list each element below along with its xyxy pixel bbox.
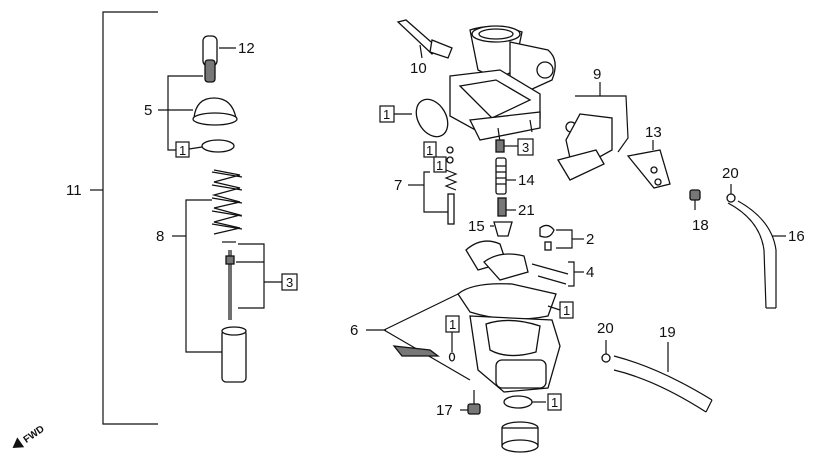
callout-21: 21	[518, 202, 535, 219]
part-13-clip	[626, 140, 671, 189]
callout-18: 18	[692, 217, 709, 234]
callout-20-top: 20	[722, 165, 739, 182]
callout-17: 17	[436, 402, 453, 419]
ref-box-1-b	[433, 156, 447, 173]
ref-box-1-drain-label: 1	[551, 395, 558, 410]
part-18-screw	[689, 189, 701, 210]
callout-20-bottom: 20	[597, 320, 614, 337]
fwd-label: FWD	[22, 424, 47, 446]
bracket-11	[90, 11, 158, 425]
part-20-clip-top	[726, 184, 736, 203]
part-16-vent-tube	[727, 200, 786, 309]
ref-box-3-jet-label: 3	[522, 140, 529, 155]
ref-box-1-left-label: 1	[179, 143, 186, 158]
part-10-screw	[396, 19, 453, 59]
jet-top	[495, 139, 505, 153]
callout-7: 7	[394, 177, 402, 194]
float-bowl	[392, 315, 561, 393]
ref-box-3-left	[281, 273, 298, 291]
ref-box-1-a	[423, 141, 437, 158]
bowl-gasket	[457, 283, 557, 320]
ref-box-1-b-label: 1	[436, 158, 443, 173]
part-12-cap	[202, 35, 236, 83]
callout-2: 2	[586, 231, 594, 248]
bowl-small-ring	[448, 352, 456, 362]
callout-14: 14	[518, 172, 535, 189]
part-20-clip-bottom	[601, 340, 611, 363]
part-15-main-jet	[490, 221, 513, 237]
ref-box-1-gasket-label: 1	[563, 303, 570, 318]
part-2-float-pin	[539, 224, 584, 251]
part-4-float-arm	[531, 261, 584, 287]
callout-16: 16	[788, 228, 805, 245]
ref-box-1-gasket	[559, 301, 574, 319]
callout-5: 5	[144, 102, 152, 119]
part-19-drain-tube	[613, 342, 713, 413]
part-5-top-cover	[158, 97, 238, 126]
callout-8: 8	[156, 228, 164, 245]
callout-12: 12	[238, 40, 255, 57]
fwd-arrow: FWD	[12, 424, 47, 449]
callout-6: 6	[350, 322, 358, 339]
part-21-jet	[497, 197, 516, 217]
part-9-bracket	[556, 82, 629, 181]
part-14-needle-jet	[495, 157, 516, 195]
callout-4: 4	[586, 264, 594, 281]
ref-box-1-left	[175, 141, 190, 158]
float	[465, 240, 529, 281]
o-ring-left	[201, 139, 235, 153]
ref-box-1-a-label: 1	[426, 143, 433, 158]
part-17-screw	[460, 390, 481, 415]
callout-9: 9	[593, 66, 601, 83]
callout-15: 15	[468, 218, 485, 235]
part-7-pilot-screw	[444, 146, 458, 225]
callout-10: 10	[410, 60, 427, 77]
ref-box-3-left-label: 3	[286, 275, 293, 290]
ref-box-1-oring-label: 1	[383, 107, 390, 122]
carburetor-body	[449, 25, 556, 143]
drain-o-ring	[503, 395, 533, 409]
drain-plug	[501, 421, 539, 453]
ref-box-1-drain	[547, 393, 562, 411]
part-8-spring	[211, 169, 247, 383]
o-ring-body	[415, 98, 449, 138]
callout-13: 13	[645, 124, 662, 141]
callout-11: 11	[66, 182, 82, 199]
ref-box-1-bowl-label: 1	[449, 317, 456, 332]
callout-19: 19	[659, 324, 676, 341]
ref-box-3-jet	[517, 138, 534, 156]
